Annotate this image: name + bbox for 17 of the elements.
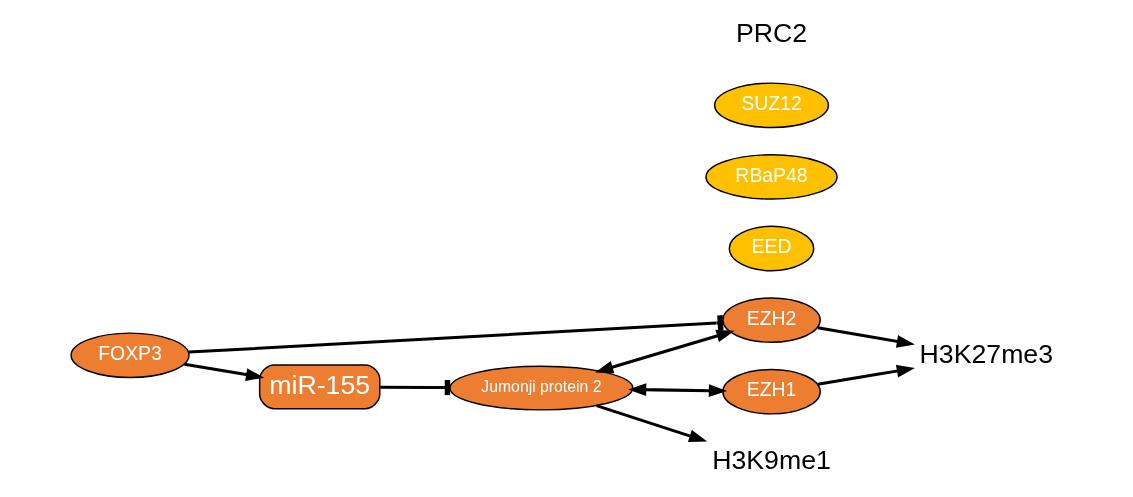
node-ellipse: FOXP3 (70, 332, 190, 379)
node-ellipse: EZH1 (722, 368, 821, 415)
node-text: H3K9me1 (712, 444, 831, 475)
node-ellipse: RBaP48 (705, 154, 838, 200)
node-ellipse: EZH2 (722, 297, 821, 343)
arrow (596, 404, 708, 442)
arrow (817, 364, 915, 386)
label: PRC2 (735, 17, 808, 48)
node-box: miR-155 (258, 364, 381, 410)
arrow (817, 326, 915, 348)
node-ellipse: SUZ12 (713, 82, 830, 129)
node-ellipse: EED (728, 225, 815, 272)
node-text: H3K27me3 (919, 339, 1054, 370)
arrow (184, 362, 265, 381)
arrow (628, 383, 728, 398)
arrow (595, 329, 735, 374)
node-ellipse: Jumonji protein 2 (449, 365, 634, 411)
